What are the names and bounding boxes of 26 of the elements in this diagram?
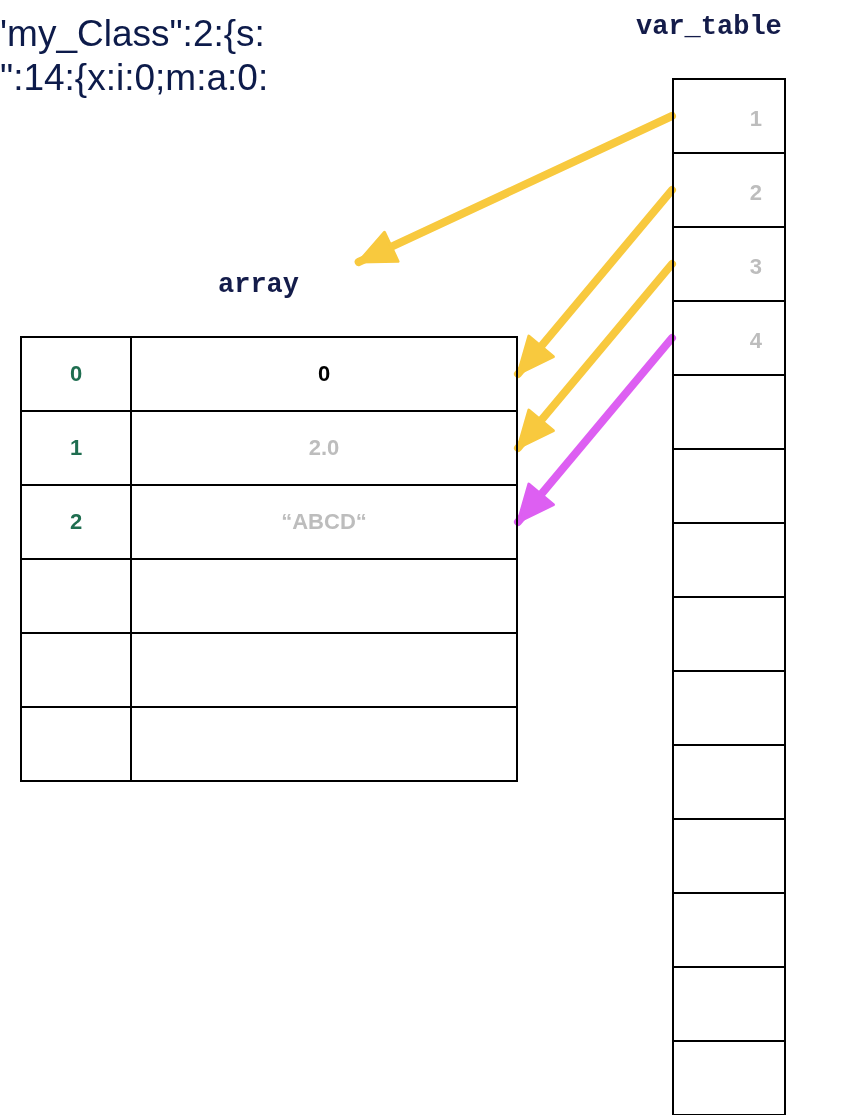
table-cell bbox=[672, 596, 786, 672]
table-cell bbox=[672, 374, 786, 450]
code-text: ":14:{x:i:0;m:a:0: bbox=[0, 56, 269, 100]
table-cell: 0 bbox=[20, 336, 132, 412]
arrow bbox=[514, 186, 676, 378]
table-cell bbox=[672, 818, 786, 894]
arrow bbox=[354, 112, 676, 266]
table-cell: 3 bbox=[672, 226, 786, 302]
table-cell: 0 bbox=[130, 336, 518, 412]
table-cell bbox=[672, 1040, 786, 1115]
table-cell bbox=[672, 892, 786, 968]
table-cell bbox=[672, 966, 786, 1042]
arrow bbox=[514, 260, 676, 452]
code-text: 'my_Class":2:{s: bbox=[0, 12, 265, 56]
table-cell: 2 bbox=[672, 152, 786, 228]
table-cell bbox=[672, 670, 786, 746]
table-cell bbox=[20, 706, 132, 782]
table-cell bbox=[130, 706, 518, 782]
table-cell bbox=[672, 744, 786, 820]
table-cell bbox=[672, 522, 786, 598]
table-title: var_table bbox=[636, 12, 782, 42]
table-cell: 1 bbox=[672, 78, 786, 154]
table-cell bbox=[672, 448, 786, 524]
table-cell: 4 bbox=[672, 300, 786, 376]
arrow bbox=[514, 334, 676, 526]
table-title: array bbox=[218, 270, 299, 300]
